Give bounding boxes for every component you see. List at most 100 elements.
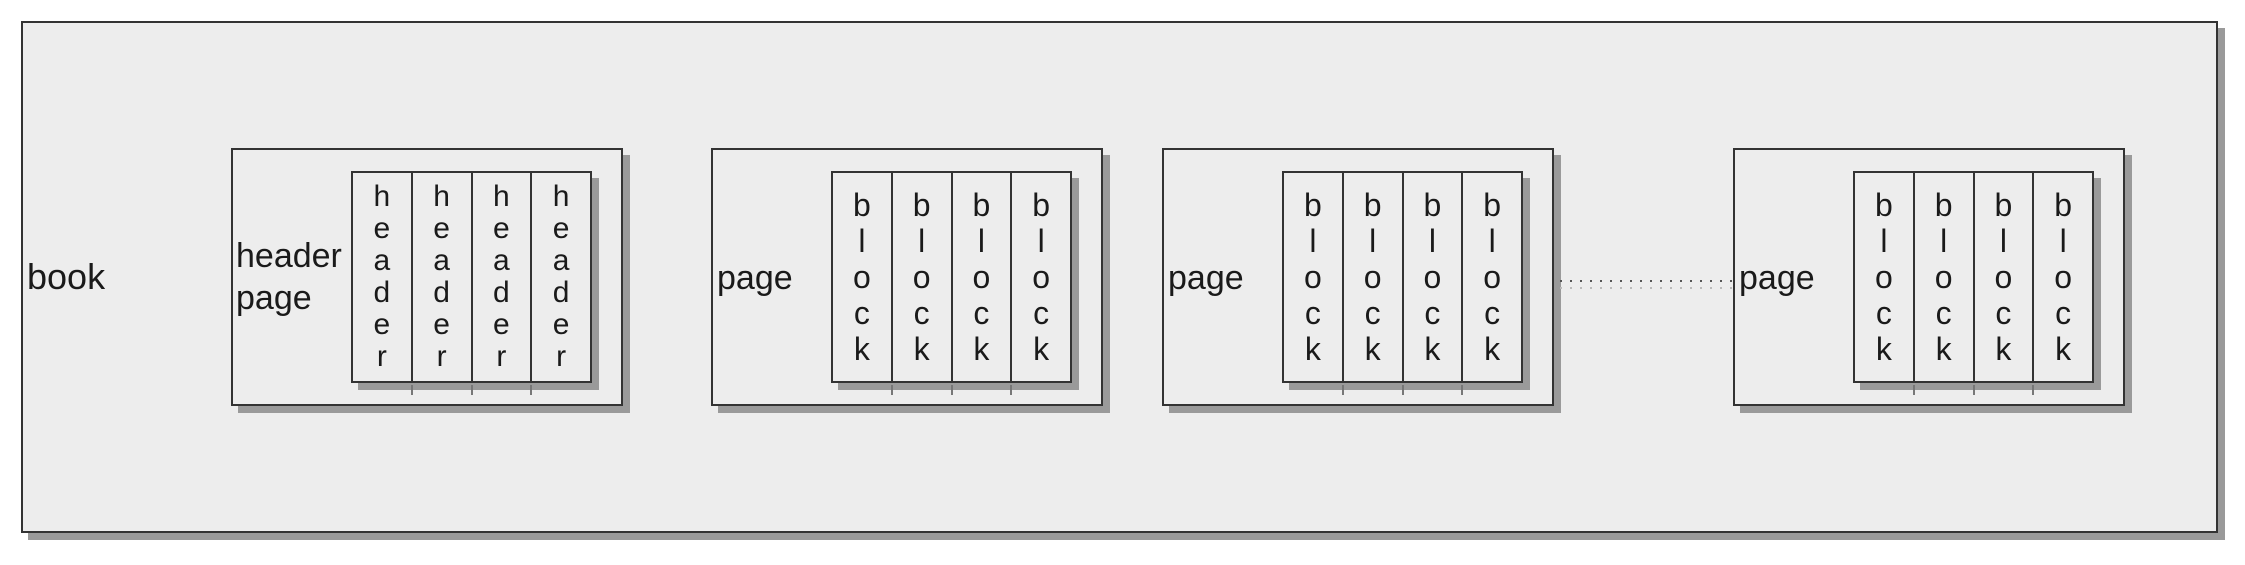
- block-letter: l: [1428, 223, 1436, 259]
- block-letter: k: [973, 331, 990, 367]
- block-letter: l: [1999, 223, 2007, 259]
- block-letter: b: [1423, 187, 1442, 223]
- block-letter: k: [1995, 331, 2012, 367]
- block-letter: l: [1488, 223, 1496, 259]
- page-label: page: [1739, 259, 1815, 297]
- block-letter: o: [1994, 259, 2013, 295]
- block-letter: l: [918, 223, 926, 259]
- block-letter: e: [373, 308, 391, 341]
- block-letter: b: [1303, 187, 1322, 223]
- block-letter: o: [1874, 259, 1893, 295]
- block-letter: c: [1875, 295, 1892, 331]
- tick-mark: [2032, 385, 2035, 395]
- tick-mark: [1912, 385, 1915, 395]
- block-letter: l: [858, 223, 866, 259]
- block-letter: b: [852, 187, 871, 223]
- block-letter: h: [373, 180, 391, 213]
- block-letter: k: [853, 331, 870, 367]
- block-letter: l: [1309, 223, 1317, 259]
- block-letter: o: [1032, 259, 1051, 295]
- block-letter: e: [493, 212, 510, 245]
- block-letter: k: [2055, 331, 2072, 367]
- block-letter: d: [552, 276, 570, 309]
- block-letter: e: [552, 308, 570, 341]
- block-letter: r: [376, 340, 387, 373]
- block-letter: d: [493, 276, 510, 309]
- block-letter: l: [977, 223, 985, 259]
- block-letter: k: [1364, 331, 1381, 367]
- block-letter: h: [493, 180, 510, 213]
- block-letter: e: [433, 212, 450, 245]
- tick-mark: [1972, 385, 1975, 395]
- block-letter: o: [912, 259, 931, 295]
- ellipsis-connector: [1560, 280, 1734, 289]
- block-letter: o: [1363, 259, 1382, 295]
- header-page-label: header page: [236, 237, 342, 317]
- block-letter: b: [2054, 187, 2073, 223]
- block-letter: k: [1304, 331, 1321, 367]
- tick-mark: [410, 385, 413, 395]
- block-letter: k: [1484, 331, 1501, 367]
- block-letter: l: [2059, 223, 2067, 259]
- block-letter: o: [1423, 259, 1442, 295]
- block-letter: c: [1364, 295, 1381, 331]
- block-letter: k: [1033, 331, 1050, 367]
- block-letter: h: [552, 180, 570, 213]
- block-letter: l: [1940, 223, 1948, 259]
- tick-mark: [890, 385, 893, 395]
- tick-mark: [1461, 385, 1464, 395]
- tick-mark: [1341, 385, 1344, 395]
- block-letter: e: [552, 212, 570, 245]
- block-letter: r: [436, 340, 447, 373]
- block-letter: c: [1484, 295, 1501, 331]
- block-letter: e: [373, 212, 391, 245]
- block-letter: d: [373, 276, 391, 309]
- block-letter: k: [1424, 331, 1441, 367]
- block-letter: e: [493, 308, 510, 341]
- block-letter: b: [1032, 187, 1051, 223]
- block-letter: b: [912, 187, 931, 223]
- block-letter: o: [852, 259, 871, 295]
- block-letter: b: [1934, 187, 1953, 223]
- block-letter: r: [496, 340, 507, 373]
- block-letter: d: [433, 276, 450, 309]
- block-letter: a: [433, 244, 450, 277]
- block-letter: r: [556, 340, 567, 373]
- block-letter: e: [433, 308, 450, 341]
- page-label: page: [1168, 259, 1244, 297]
- block-letter: l: [1880, 223, 1888, 259]
- tick-mark: [950, 385, 953, 395]
- tick-mark: [470, 385, 473, 395]
- block-letter: b: [1994, 187, 2013, 223]
- block-letter: a: [373, 244, 391, 277]
- page-label: page: [717, 259, 793, 297]
- block-letter: o: [1483, 259, 1502, 295]
- block-letter: c: [1935, 295, 1952, 331]
- block-letter: o: [1934, 259, 1953, 295]
- block-letter: c: [2055, 295, 2072, 331]
